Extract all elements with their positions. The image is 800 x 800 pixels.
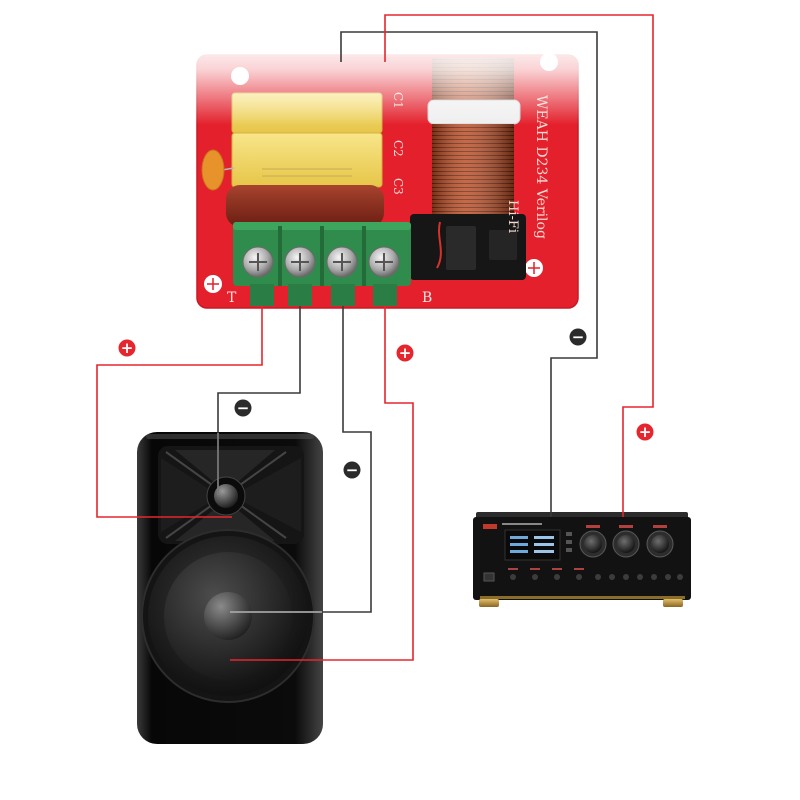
board-top-fade bbox=[185, 40, 595, 125]
mounting-hole-bottom-left bbox=[204, 275, 222, 293]
terminal-block bbox=[233, 222, 411, 306]
capacitor-brown bbox=[226, 185, 384, 227]
capacitor-label-2: C2 bbox=[391, 140, 405, 157]
terminal-screw-1 bbox=[242, 246, 274, 278]
positive-wire-tweeter bbox=[96, 306, 263, 518]
amplifier-display bbox=[504, 529, 561, 561]
marker-circle bbox=[569, 328, 587, 346]
amplifier-brand-mark bbox=[483, 524, 497, 529]
marker-sign: − bbox=[237, 399, 250, 417]
terminal-label-right: B bbox=[422, 290, 432, 306]
terminal-screw-2 bbox=[284, 246, 316, 278]
amplifier bbox=[473, 512, 691, 607]
minus-icon: − bbox=[569, 328, 587, 346]
capacitor-small-orange bbox=[201, 149, 235, 191]
amplifier-power-button bbox=[483, 572, 495, 582]
capacitor-yellow-bottom bbox=[231, 132, 383, 188]
tweeter bbox=[206, 476, 246, 516]
capacitor-label-3: C3 bbox=[391, 178, 405, 195]
board-hifi-text: Hi-Fi bbox=[505, 200, 520, 233]
minus-icon: − bbox=[343, 461, 361, 479]
marker-circle bbox=[636, 423, 654, 441]
board-model-text: WEAH D234 Verilog bbox=[533, 95, 549, 239]
crossover-board: C1 C2 C3 WEAH D234 Verilog Hi-Fi bbox=[185, 40, 595, 309]
amplifier-knob-2 bbox=[612, 530, 640, 558]
terminal-tab-3 bbox=[331, 284, 355, 306]
marker-circle bbox=[118, 339, 136, 357]
woofer bbox=[141, 529, 315, 703]
plus-icon: + bbox=[636, 423, 654, 441]
amplifier-jack-row bbox=[508, 568, 683, 580]
marker-sign: + bbox=[639, 423, 652, 441]
amplifier-foot-right bbox=[663, 599, 683, 607]
marker-sign: + bbox=[121, 339, 134, 357]
terminal-tab-2 bbox=[288, 284, 312, 306]
amplifier-knob-1 bbox=[579, 530, 607, 558]
terminal-tab-1 bbox=[250, 284, 274, 306]
amplifier-knob-3 bbox=[646, 530, 674, 558]
terminal-label-left: T bbox=[227, 290, 237, 306]
plus-icon: + bbox=[118, 339, 136, 357]
marker-circle bbox=[234, 399, 252, 417]
positive-wire-woofer bbox=[230, 306, 414, 661]
marker-sign: − bbox=[572, 328, 585, 346]
negative-wire-amplifier bbox=[340, 31, 598, 517]
marker-sign: + bbox=[399, 344, 412, 362]
marker-circle bbox=[396, 344, 414, 362]
terminal-tab-4 bbox=[373, 284, 397, 306]
terminal-screw-3 bbox=[326, 246, 358, 278]
negative-wire-woofer bbox=[230, 306, 372, 613]
mounting-hole-bottom-right bbox=[525, 259, 543, 277]
marker-sign: − bbox=[346, 461, 359, 479]
speaker bbox=[137, 432, 323, 744]
minus-icon: − bbox=[234, 399, 252, 417]
connector-block bbox=[410, 214, 526, 280]
amplifier-foot-left bbox=[479, 599, 499, 607]
marker-circle bbox=[343, 461, 361, 479]
plus-icon: + bbox=[396, 344, 414, 362]
positive-wire-amplifier bbox=[384, 14, 654, 517]
terminal-screw-4 bbox=[368, 246, 400, 278]
